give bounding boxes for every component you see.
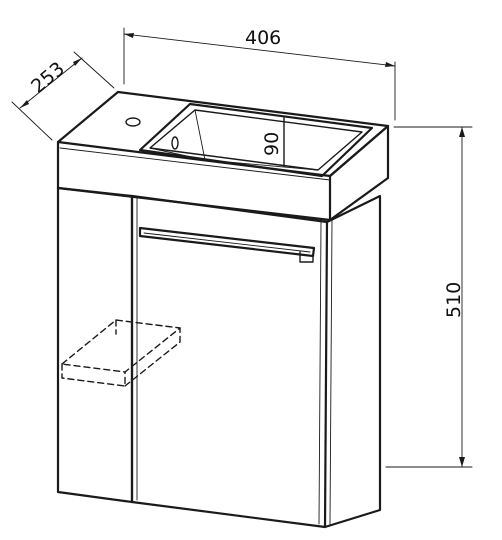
- height-label: 510: [443, 282, 465, 318]
- basin-top: [56, 90, 390, 222]
- hidden-shelf: [61, 319, 181, 387]
- dimension-depth: 253: [11, 51, 115, 141]
- sink-bowl: [138, 102, 374, 178]
- dimension-width: 406: [123, 27, 396, 121]
- dimension-basin-depth: 90: [261, 132, 283, 156]
- dimension-height: 510: [385, 126, 473, 468]
- depth-label: 253: [27, 58, 69, 98]
- cabinet-body: [56, 186, 382, 529]
- basin-depth-label: 90: [261, 132, 283, 156]
- width-label: 406: [245, 27, 281, 49]
- door-handle: [138, 226, 316, 263]
